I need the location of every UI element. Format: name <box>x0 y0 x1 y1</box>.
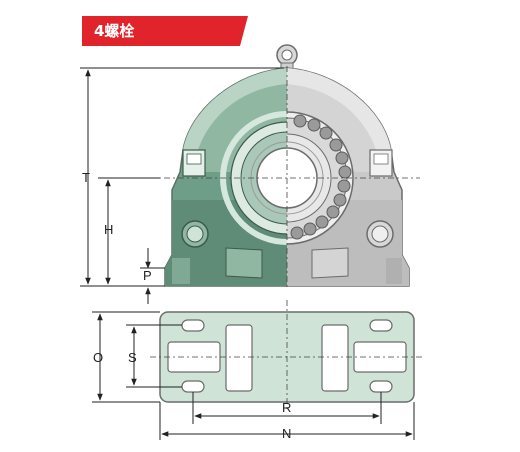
dimension-o-label: O <box>93 350 103 365</box>
dimension-p-label: P <box>143 268 152 283</box>
housing-front-view <box>150 44 420 290</box>
roller-elements <box>290 114 352 240</box>
tag-shape <box>82 16 248 46</box>
dimension-h-label: H <box>104 222 113 237</box>
dimension-t-label: T <box>82 170 90 185</box>
bolt-count-label: 4螺栓 <box>94 22 135 40</box>
front-dimensions <box>80 67 284 304</box>
base-plan-view <box>150 300 424 410</box>
dimension-s-label: S <box>128 350 137 365</box>
dimension-r-label: R <box>282 400 291 415</box>
dimension-n-label: N <box>282 426 291 441</box>
bolt-count-tag: 4螺栓 <box>82 16 248 46</box>
housing-left-half <box>164 67 287 287</box>
base-dimensions <box>92 311 415 440</box>
